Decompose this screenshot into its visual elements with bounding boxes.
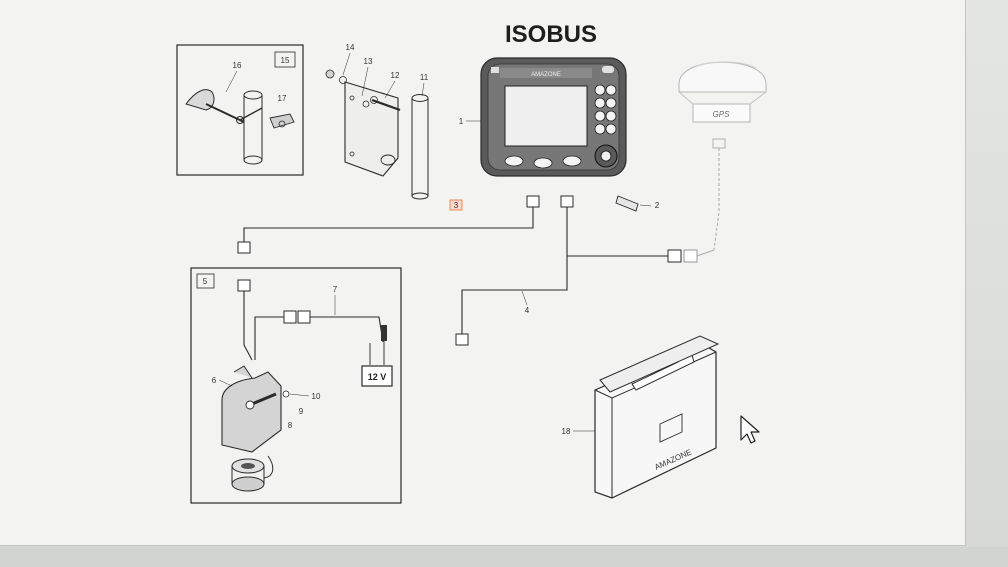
label-6: 6 — [212, 376, 217, 385]
label-5: 5 — [203, 277, 208, 286]
label-11: 11 — [420, 73, 429, 82]
label-18: 18 — [562, 427, 571, 436]
gps-label: GPS — [713, 110, 731, 119]
carry-case: AMAZONE 18 — [562, 335, 720, 499]
label-13: 13 — [364, 57, 373, 66]
battery-label: 12 V — [368, 372, 387, 382]
wiring-harness: 4 — [237, 195, 715, 346]
label-10: 10 — [312, 392, 321, 401]
screen-footer — [0, 547, 1008, 567]
label-1: 1 — [459, 117, 464, 126]
label-4: 4 — [525, 306, 530, 315]
label-16: 16 — [233, 61, 242, 70]
terminal-mount-bracket: 14 13 12 11 — [325, 43, 429, 200]
box-5-sensor-detail: 5 7 12 V 6 — [190, 267, 402, 504]
label-8: 8 — [288, 421, 293, 430]
tag-3-marker — [449, 199, 463, 211]
label-17: 17 — [278, 94, 287, 103]
label-2: 2 — [655, 201, 660, 210]
label-3: 3 — [454, 201, 459, 210]
label-7: 7 — [333, 285, 338, 294]
diagram-title: ISOBUS — [505, 21, 597, 48]
mouse-cursor-icon — [740, 415, 760, 444]
box-15-clamp-detail: 15 16 17 — [176, 44, 304, 176]
label-12: 12 — [391, 71, 400, 80]
label-14: 14 — [346, 43, 355, 52]
label-15: 15 — [281, 56, 290, 65]
label-9: 9 — [299, 407, 304, 416]
gps-receiver: GPS — [678, 61, 767, 251]
isobus-terminal: AMAZONE 1 — [459, 57, 627, 177]
usb-stick: 2 — [615, 195, 660, 212]
terminal-brand: AMAZONE — [531, 72, 561, 78]
